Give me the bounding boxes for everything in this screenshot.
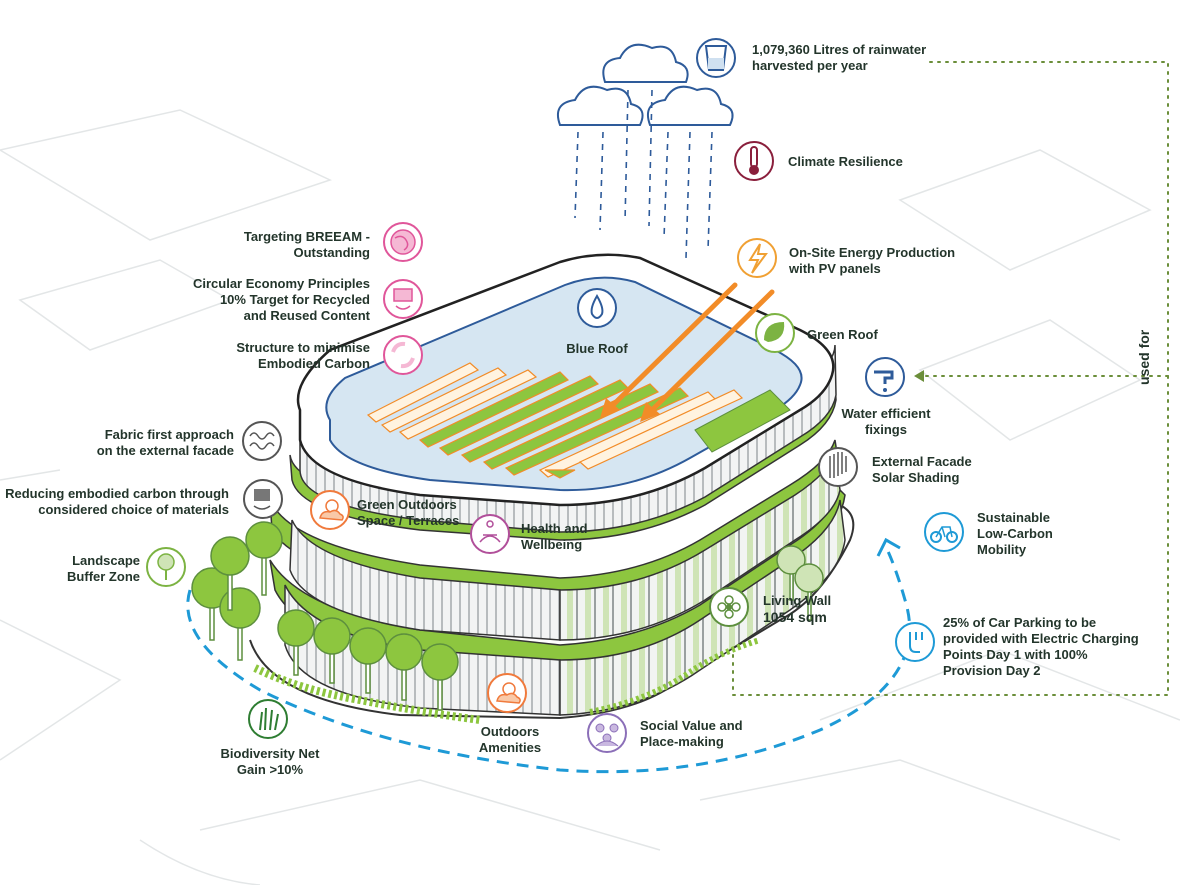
embodied-carbon-label: Reducing embodied carbon through conside… — [5, 486, 229, 517]
mobility-label: Sustainable Low-Carbon Mobility — [977, 510, 1053, 557]
lightning-icon — [737, 238, 777, 278]
pv-panel-array — [366, 362, 744, 479]
breeam-label: Targeting BREEAM - Outstanding — [243, 229, 370, 260]
sun-ray-arrowhead-2 — [640, 402, 660, 422]
circular-economy-text: Target for Recycled and Reused Content — [243, 292, 370, 323]
circular-economy-label: Circular Economy Principles 10% Target f… — [150, 276, 370, 324]
social-value-label: Social Value and Place-making — [640, 718, 743, 749]
circular-economy-percent: 10% — [219, 292, 246, 307]
mobility-loop-arrowhead — [876, 537, 901, 557]
ev-provision-text: Provision Day 2 — [943, 663, 1041, 678]
tree-9 — [421, 643, 459, 711]
materials-icon — [243, 479, 283, 519]
tree-10 — [776, 545, 806, 601]
sun-rays — [607, 282, 775, 415]
landscape-buffer-label: Landscape Buffer Zone — [67, 553, 140, 584]
water-drop-icon — [577, 288, 617, 328]
ev-charging-text: of Car Parking to be provided with Elect… — [943, 615, 1139, 662]
flower-icon — [709, 587, 749, 627]
health-wellbeing-label: Health and Wellbeing — [521, 521, 588, 552]
tree-6 — [313, 617, 351, 684]
living-wall-area: 1054 sqm — [763, 609, 827, 625]
ev-charging-label: 25% of Car Parking to be provided with E… — [943, 615, 1139, 679]
fabric-first-label: Fabric first approach on the external fa… — [96, 427, 234, 458]
grass-icon — [248, 699, 288, 739]
bicycle-icon — [924, 512, 964, 552]
recycle-materials-icon — [383, 279, 423, 319]
grass-strip-right — [589, 637, 761, 715]
leaf-icon — [755, 313, 795, 353]
biodiversity-label: Biodiversity Net Gain >10% — [210, 746, 330, 778]
insulation-icon — [242, 421, 282, 461]
sun-cloud-icon-outdoors — [487, 673, 527, 713]
tree-11 — [794, 563, 824, 621]
facade-shading-label: External Facade Solar Shading — [872, 454, 972, 485]
circular-economy-title: Circular Economy Principles — [192, 276, 370, 291]
globe-icon — [383, 222, 423, 262]
used-for-label: used for — [1136, 329, 1152, 385]
green-roof-patch — [694, 389, 791, 453]
tree-icon — [146, 547, 186, 587]
shading-icon — [818, 447, 858, 487]
ev-plug-icon — [895, 622, 935, 662]
grass-strip — [253, 664, 481, 724]
rainwater-label: 1,079,360 Litres of rainwater harvested … — [752, 42, 927, 73]
sun-ray-arrowhead-1 — [600, 398, 620, 418]
ev-charging-percent: 25% — [943, 615, 970, 630]
energy-production-label: On-Site Energy Production with PV panels — [789, 245, 956, 276]
tree-4 — [245, 521, 283, 596]
building-middle-body-right — [559, 451, 841, 641]
thermometer-icon — [734, 141, 774, 181]
tree-8 — [385, 633, 423, 701]
structure-label: Structure to minimise Embodied Carbon — [236, 340, 370, 371]
tree-3 — [210, 536, 250, 611]
sun-cloud-icon — [310, 490, 350, 530]
meditation-icon — [470, 514, 510, 554]
mobility-loop — [186, 544, 912, 774]
tree-7 — [349, 627, 387, 694]
outdoors-amenities-label: Outdoors Amenities — [478, 724, 542, 755]
rain-clouds — [556, 43, 734, 126]
building-lower-body-right — [559, 499, 846, 716]
biodiversity-text: Biodiversity Net Gain — [220, 746, 320, 777]
rain-lines — [574, 89, 713, 259]
water-fixings-label: Water efficient fixings — [841, 406, 931, 437]
green-roof-label: Green Roof — [807, 327, 878, 342]
tree-5 — [277, 609, 315, 676]
used-for-connector — [732, 61, 1169, 696]
living-wall-label: Living Wall 1054 sqm — [763, 593, 831, 626]
background-site-lines — [0, 109, 1180, 885]
terraces-label: Green Outdoors Space / Terraces — [357, 497, 460, 528]
tap-icon — [865, 357, 905, 397]
water-glass-icon — [696, 38, 736, 78]
climate-resilience-label: Climate Resilience — [788, 154, 903, 169]
arrowhead-to-water-fixings — [914, 370, 924, 382]
living-wall-title: Living Wall — [763, 593, 832, 608]
cloud-top — [602, 43, 689, 83]
cloud-left — [556, 85, 644, 126]
people-icon — [587, 713, 627, 753]
blue-roof-label: Blue Roof — [566, 341, 628, 356]
cloud-right — [646, 85, 734, 126]
ev-provision-percent: 100% — [1054, 647, 1088, 662]
recycle-arrows-icon — [383, 335, 423, 375]
tree-cluster — [191, 521, 824, 711]
biodiversity-percent: >10% — [269, 762, 304, 777]
